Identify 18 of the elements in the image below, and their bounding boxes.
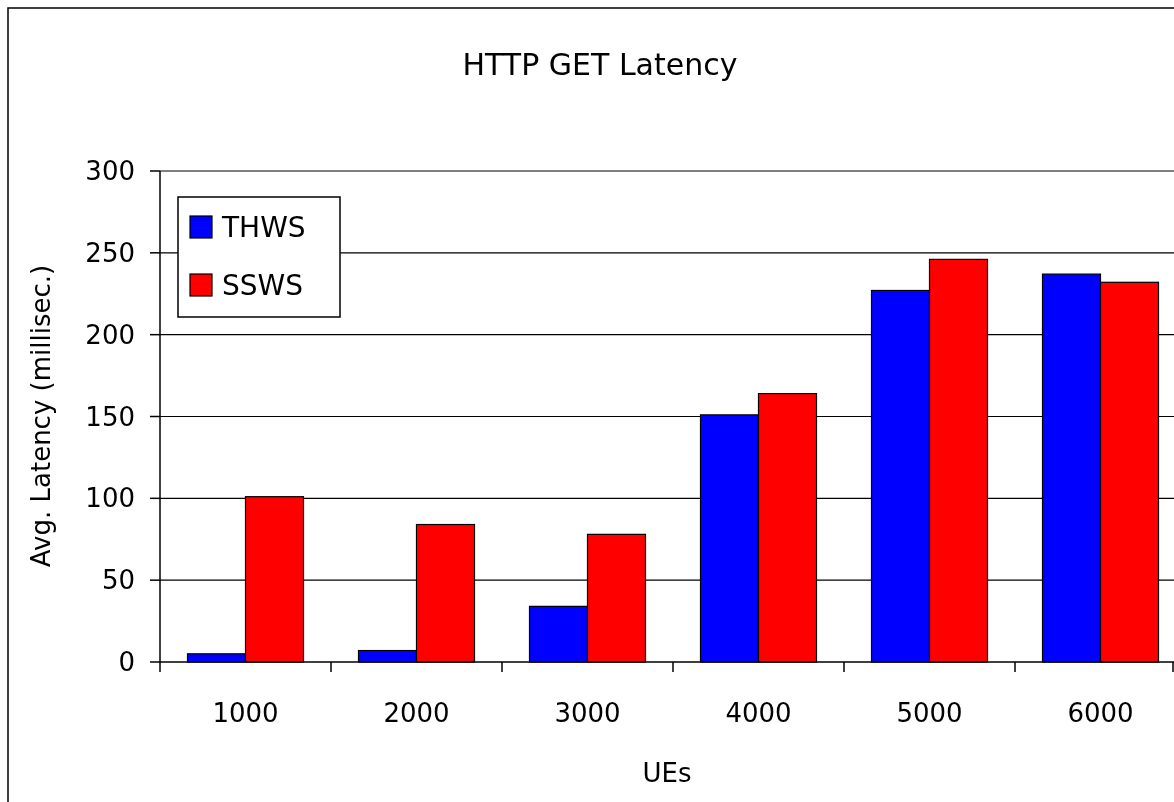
- tick-label: 150: [85, 401, 135, 432]
- tick-label: 5000: [896, 698, 963, 728]
- legend-label: SSWS: [222, 269, 303, 302]
- tick-label: 4000: [725, 698, 792, 728]
- tick-label: 100: [85, 483, 135, 514]
- tick-label: 2000: [383, 698, 450, 728]
- tick-label: 0: [118, 647, 135, 677]
- axis-title: UEs: [642, 758, 692, 788]
- tick-label: 200: [85, 319, 135, 350]
- chart-title: HTTP GET Latency: [462, 47, 738, 82]
- tick-label: 300: [85, 156, 135, 186]
- axis-title: Avg. Latency (millisec.): [26, 264, 56, 568]
- tick-label: 250: [85, 237, 135, 268]
- tick-label: 3000: [554, 698, 621, 728]
- tick-label: 1000: [212, 698, 279, 728]
- legend-label: THWS: [222, 211, 306, 244]
- tick-label: 50: [101, 565, 135, 596]
- tick-label: 6000: [1067, 698, 1134, 728]
